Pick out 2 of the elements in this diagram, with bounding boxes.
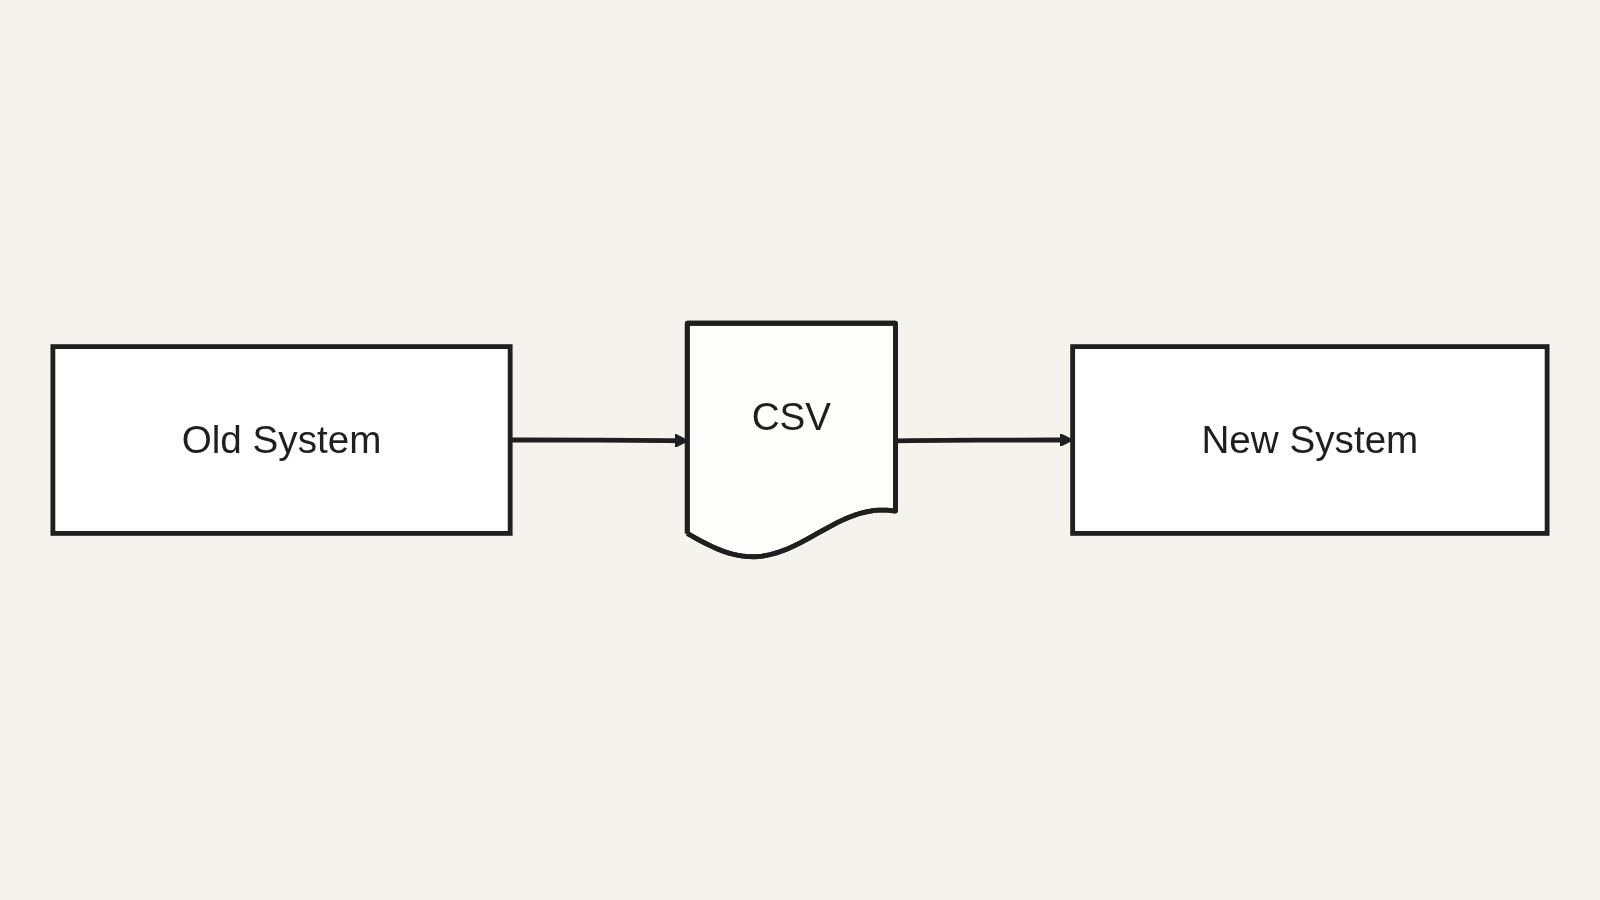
node-box: New System	[1070, 344, 1550, 536]
node-box: Old System	[50, 344, 513, 536]
